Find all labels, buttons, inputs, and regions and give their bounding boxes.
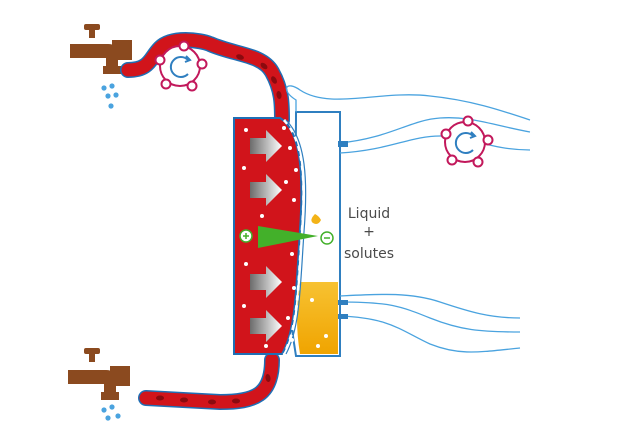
filtrate-drop — [311, 214, 321, 224]
blood-compartment — [233, 117, 334, 355]
plus-sign-icon — [239, 229, 253, 243]
faucet-icon — [68, 348, 130, 400]
upper-dialysate-lines — [285, 85, 531, 154]
label-solutes: solutes — [344, 246, 394, 262]
label-liquid: Liquid — [348, 206, 390, 222]
filtrate-pool — [297, 282, 338, 354]
faucet-icon — [70, 24, 132, 74]
water-drop-icon — [101, 83, 119, 109]
label-plus: + — [363, 224, 375, 240]
water-drop-icon — [101, 404, 121, 421]
blood-inlet-tube — [120, 32, 290, 128]
pressure-gradient — [258, 226, 318, 248]
blood-outlet-tube — [138, 352, 280, 411]
pressure-arrow-icon — [250, 130, 282, 342]
pump-icon — [154, 40, 208, 92]
lower-filtrate-lines — [338, 293, 521, 353]
pump-icon — [440, 115, 494, 168]
minus-sign-icon — [320, 231, 334, 245]
